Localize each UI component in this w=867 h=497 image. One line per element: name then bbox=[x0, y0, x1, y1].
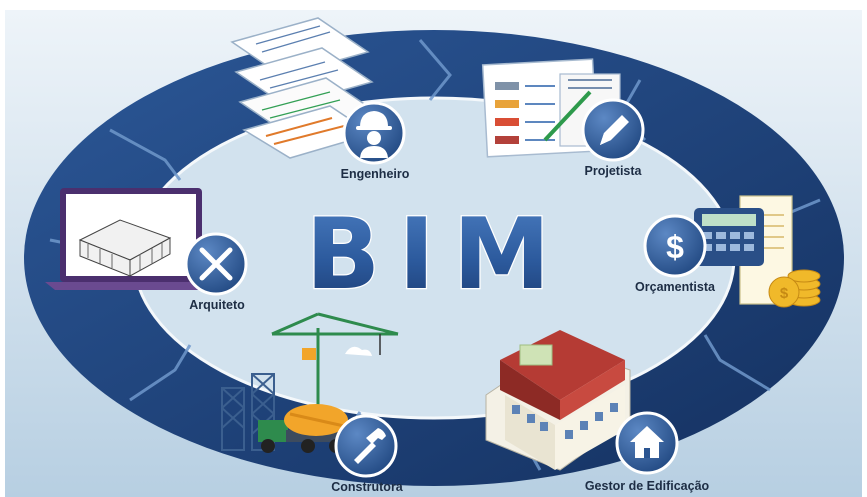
ruler-pencil-icon bbox=[199, 247, 233, 281]
orcamentista-illustration: $ $ bbox=[643, 195, 821, 308]
hard-hat-worker-icon bbox=[356, 111, 392, 158]
construtora-label: Construtora bbox=[331, 480, 404, 494]
engenheiro-illustration bbox=[230, 17, 406, 165]
arquiteto-illustration bbox=[45, 188, 248, 296]
engenheiro-label: Engenheiro bbox=[341, 167, 410, 181]
construtora-badge bbox=[334, 414, 398, 478]
house-icon bbox=[630, 426, 664, 458]
svg-text:$: $ bbox=[780, 285, 789, 302]
projetista-illustration bbox=[481, 58, 645, 162]
gestor-illustration bbox=[485, 330, 679, 475]
orcamentista-label: Orçamentista bbox=[635, 280, 716, 294]
projetista-label: Projetista bbox=[585, 164, 643, 178]
gestor-label: Gestor de Edificação bbox=[585, 479, 710, 493]
hammer-icon bbox=[354, 428, 386, 464]
dollar-icon: $ bbox=[666, 229, 684, 265]
pencil-icon bbox=[600, 115, 629, 145]
construtora-illustration bbox=[221, 312, 399, 478]
orcamentista-badge bbox=[643, 214, 707, 278]
arquiteto-label: Arquiteto bbox=[189, 298, 245, 312]
bim-title: BIM bbox=[306, 198, 569, 312]
